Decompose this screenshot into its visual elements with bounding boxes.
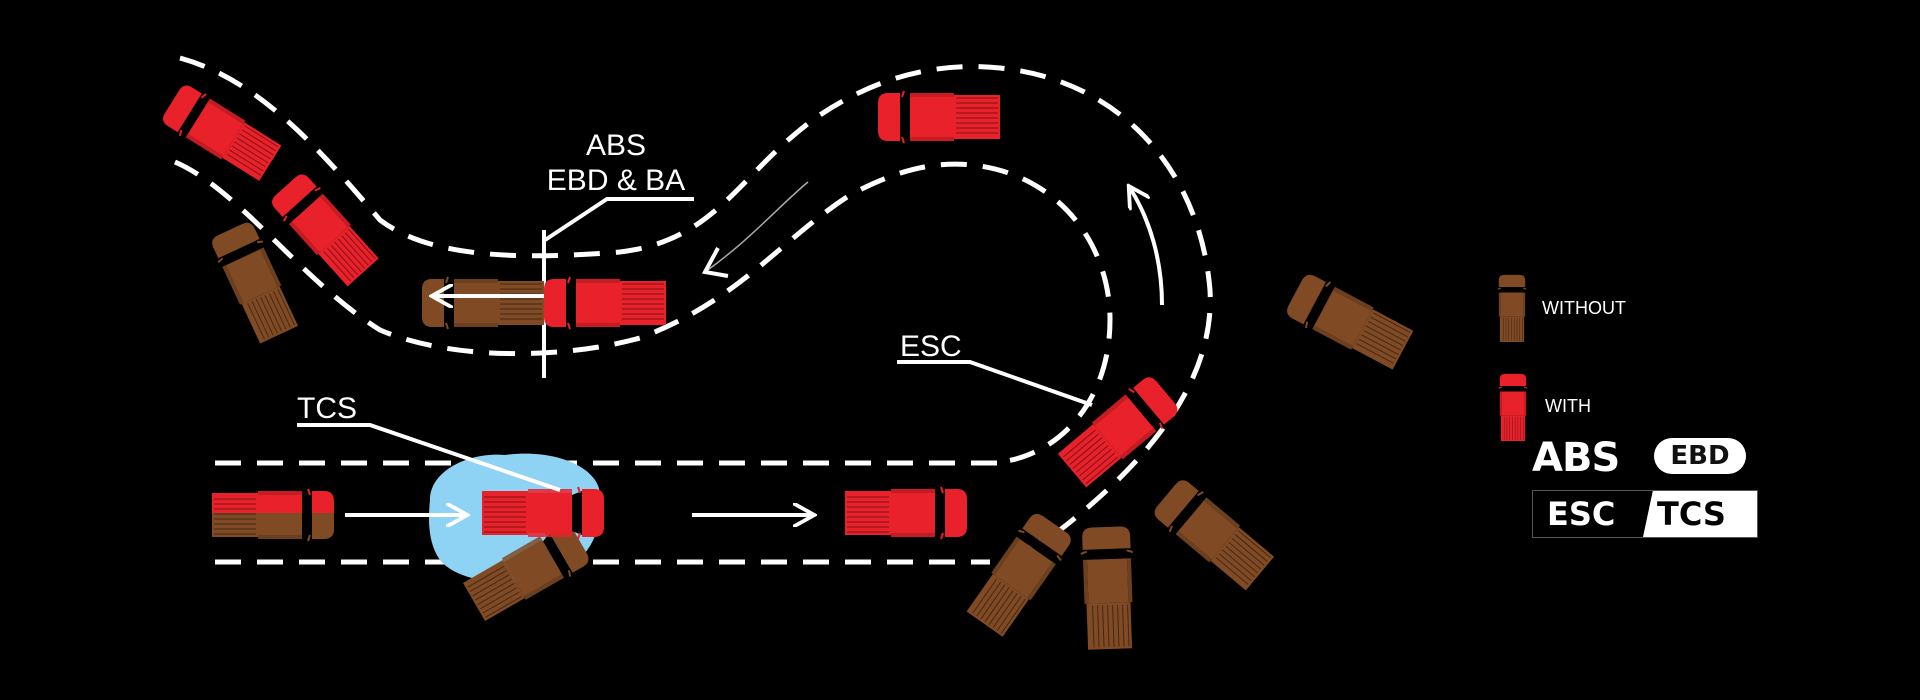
- vehicle-without-4: [1078, 525, 1138, 651]
- legend-with-label: WITH: [1545, 396, 1591, 416]
- loop-direction-arrow: [704, 181, 809, 273]
- upper-road-inner-line: [174, 159, 1113, 465]
- vehicle-with-6: [481, 486, 605, 540]
- tcs-callout-line: [297, 423, 561, 492]
- vehicle-without-2: [421, 276, 545, 330]
- vehicle-without-6: [1282, 268, 1417, 375]
- vehicle-with-1: [158, 79, 285, 186]
- vehicle-without-1: [206, 218, 303, 347]
- ebd-badge: EBD: [1654, 438, 1746, 474]
- legend-without-icon: [1497, 274, 1527, 343]
- vehicle-with-2: [266, 168, 383, 290]
- legend-without-label: WITHOUT: [1542, 298, 1626, 318]
- label-esc: ESC: [900, 330, 962, 363]
- vehicle-without-5: [1148, 474, 1278, 595]
- esc-badge: ESC: [1547, 495, 1616, 533]
- upper-road-outer-line: [179, 55, 1213, 555]
- vehicle-mixed-start: [211, 488, 335, 542]
- legend-with-icon: [1498, 373, 1528, 442]
- esc-callout-line: [897, 360, 1093, 407]
- abs-badge: ABS: [1532, 435, 1620, 481]
- arrows: [345, 188, 1164, 515]
- esc-direction-arrow: [1130, 188, 1164, 306]
- vehicle-with-3: [543, 276, 667, 330]
- label-abs: ABS: [586, 129, 646, 162]
- road-markings: [174, 55, 1213, 565]
- callout-lines: [297, 197, 1093, 492]
- label-ebd-ba: EBD & BA: [547, 164, 685, 197]
- label-tcs: TCS: [297, 392, 357, 425]
- vehicle-with-7: [844, 486, 968, 540]
- loop-arrow-head: [701, 247, 729, 278]
- abs-callout-line: [543, 197, 694, 242]
- vehicle-with-4: [877, 90, 1001, 144]
- esc-tcs-badge: ESC TCS: [1532, 490, 1758, 538]
- tcs-badge: TCS: [1657, 495, 1726, 533]
- vehicle-without-3: [962, 508, 1077, 641]
